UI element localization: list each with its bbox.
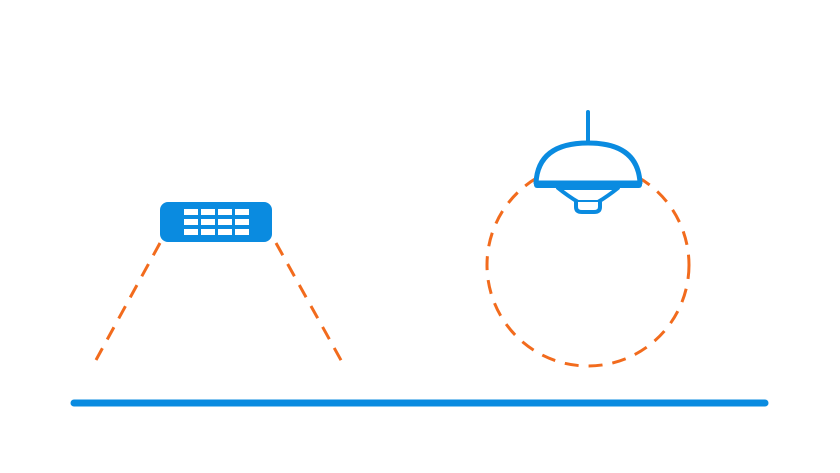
pendant-lamp-icon [533,110,643,214]
led-panel-light-icon [160,202,272,242]
panel-light-beam [94,242,344,363]
beam-right-edge [274,242,344,363]
lamp-bulb [574,202,602,214]
pendant-light-beam [485,162,691,368]
lamp-bulb-housing [556,186,620,204]
panel-led-grid [184,209,249,235]
beam-left-edge [94,242,162,361]
panel-body [160,202,272,242]
lamp-dome [533,140,643,186]
